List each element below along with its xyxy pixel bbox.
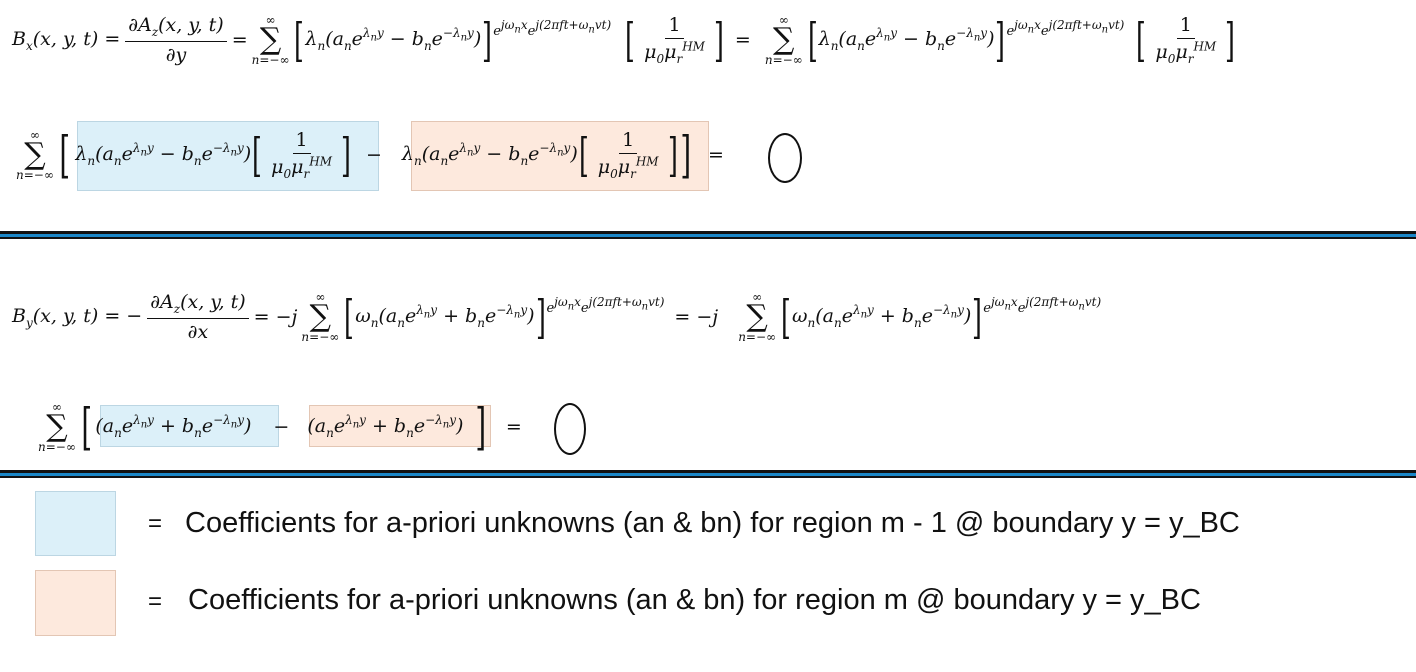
- by-derivative-fraction: ∂Az(x, y, t) ∂x: [147, 291, 249, 344]
- by-equation-line2: ∞ ∑ n=−∞ [ (aneλny + bne−λny) − (aneλny …: [38, 398, 522, 456]
- bx-equation-line2: ∞ ∑ n=−∞ [ λn(aneλny − bne−λny) [ 1 μ0μr…: [16, 126, 724, 184]
- legend-peach-swatch: [35, 570, 116, 636]
- bx-equals-2: =: [734, 29, 751, 51]
- bx-line2-equals: =: [708, 144, 724, 166]
- bx-line2-minus: −: [365, 144, 382, 166]
- bx-blue-highlight: [77, 121, 379, 191]
- separator-1-mid: [0, 234, 1416, 237]
- bx-zero-oval: [768, 133, 802, 183]
- by-line2-term1: (aneλny + bne−λny): [95, 413, 252, 440]
- bx-exp-term-2: ejωnxej(2πft+ωnvt): [1006, 18, 1125, 39]
- by-peach-highlight: [309, 405, 491, 447]
- legend-peach-equals: =: [148, 588, 163, 615]
- bx-mu-fraction-1: 1 μ0μrHM: [644, 13, 705, 67]
- bx-mu-fraction-2: 1 μ0μrHM: [1155, 13, 1217, 67]
- bx-exp-term-1: ejωnxej(2πft+ωnvt): [493, 18, 612, 39]
- legend-blue-equals: =: [148, 510, 163, 537]
- by-lhs: By(x, y, t) = −: [12, 304, 143, 330]
- by-bracket-term-1: ωn(aneλny + bne−λny): [355, 303, 535, 330]
- by-blue-highlight: [100, 405, 279, 447]
- by-equals-2: = −j: [674, 306, 719, 328]
- by-line2-equals: =: [505, 416, 522, 438]
- bx-sum-2: ∞ ∑ n=−∞: [764, 12, 803, 68]
- separator-2-bottom: [0, 476, 1416, 478]
- separator-1-bottom: [0, 237, 1416, 239]
- separator-1-top: [0, 231, 1416, 234]
- by-equation-line1: By(x, y, t) = − ∂Az(x, y, t) ∂x = −j ∞ ∑…: [12, 289, 1102, 345]
- by-sum-1: ∞ ∑ n=−∞: [301, 289, 340, 345]
- bx-equation-line1: Bx(x, y, t) = ∂Az(x, y, t) ∂y = ∞ ∑ n=−∞…: [12, 12, 1236, 68]
- bx-lhs: Bx(x, y, t) =: [12, 27, 121, 53]
- by-line2-minus: −: [273, 416, 290, 438]
- by-line2-term2: (aneλny + bne−λny): [307, 413, 464, 440]
- legend-blue-label: Coefficients for a-priori unknowns (an &…: [185, 507, 1240, 539]
- by-bracket-term-2: ωn(aneλny + bne−λny): [791, 303, 972, 330]
- bx-equals-1: =: [231, 29, 248, 51]
- bx-sum-1: ∞ ∑ n=−∞: [251, 12, 290, 68]
- by-line2-sum: ∞ ∑ n=−∞: [38, 399, 76, 455]
- separator-2-mid: [0, 473, 1416, 476]
- by-zero-oval: [554, 403, 586, 455]
- legend-blue-swatch: [35, 491, 116, 556]
- bx-bracket-term-2: λn(aneλny − bne−λny): [818, 26, 995, 53]
- by-exp-term-1: ejωnxej(2πft+ωnvt): [546, 295, 665, 316]
- legend-peach-label: Coefficients for a-priori unknowns (an &…: [188, 584, 1201, 616]
- bx-line2-term1: λn(aneλny − bne−λny): [75, 141, 252, 168]
- by-equals-1: = −j: [253, 306, 298, 328]
- bx-line2-frac2: 1 μ0μrHM: [597, 128, 659, 182]
- bx-line2-term2: λn(aneλny − bne−λny): [401, 141, 578, 168]
- bx-derivative-fraction: ∂Az(x, y, t) ∂y: [125, 14, 227, 67]
- bx-line2-sum: ∞ ∑ n=−∞: [16, 127, 54, 183]
- by-sum-2: ∞ ∑ n=−∞: [738, 289, 777, 345]
- by-exp-term-2: ejωnxej(2πft+ωnvt): [983, 295, 1102, 316]
- bx-line2-frac1: 1 μ0μrHM: [271, 128, 333, 182]
- bx-peach-highlight: [411, 121, 709, 191]
- separator-2-top: [0, 470, 1416, 473]
- bx-bracket-term-1: λn(aneλny − bne−λny): [305, 26, 482, 53]
